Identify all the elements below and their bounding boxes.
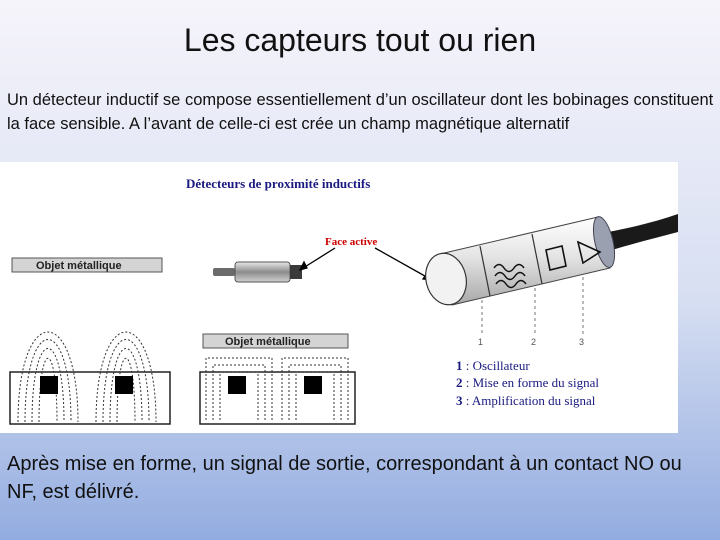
slide-title: Les capteurs tout ou rien xyxy=(183,22,537,58)
intro-paragraph: Un détecteur inductif se compose essenti… xyxy=(7,88,715,136)
shaping-icon xyxy=(545,245,567,271)
coil-core xyxy=(115,376,133,394)
middle-field-scene: Objet métallique xyxy=(199,333,356,425)
metal-object-middle xyxy=(202,333,349,349)
left-field-scene: Objet métallique xyxy=(9,257,171,425)
marker-2: 2 xyxy=(531,337,536,347)
legend-item-oscillator: 1 : Oscillateur xyxy=(456,358,530,373)
sensor-base-middle xyxy=(199,371,356,425)
sensor-cable xyxy=(608,214,678,250)
outro-paragraph: Après mise en forme, un signal de sortie… xyxy=(7,453,682,503)
metal-object-label-left: Objet métallique xyxy=(36,260,122,272)
figure-title: Détecteurs de proximité inductifs xyxy=(186,176,370,191)
metal-object-left xyxy=(11,257,163,273)
intro-rest: se compose essentiellement d’un oscillat… xyxy=(7,91,714,133)
intro-lead: Un détecteur inductif xyxy=(7,91,159,109)
face-active-arrows xyxy=(298,247,434,281)
sensor-figure: Détecteurs de proximité inductifs Objet … xyxy=(0,162,678,433)
coil-core xyxy=(228,376,246,394)
sensor-cylinder xyxy=(425,214,678,306)
legend-item-shaping: 2 : Mise en forme du signal xyxy=(456,375,599,390)
marker-3: 3 xyxy=(579,337,584,347)
legend-item-amplification: 3 : Amplification du signal xyxy=(456,393,596,408)
sensor-photo xyxy=(213,261,302,283)
marker-lines xyxy=(481,277,584,334)
oscillator-icon xyxy=(493,263,527,289)
metal-object-label-middle: Objet métallique xyxy=(225,336,311,348)
face-active-label: Face active xyxy=(325,236,377,248)
marker-1: 1 xyxy=(478,337,483,347)
coil-core xyxy=(40,376,58,394)
amplifier-icon xyxy=(576,240,602,265)
figure-legend: 1 : Oscillateur 2 : Mise en forme du sig… xyxy=(456,358,599,408)
coil-core xyxy=(304,376,322,394)
sensor-base-left xyxy=(9,371,171,425)
